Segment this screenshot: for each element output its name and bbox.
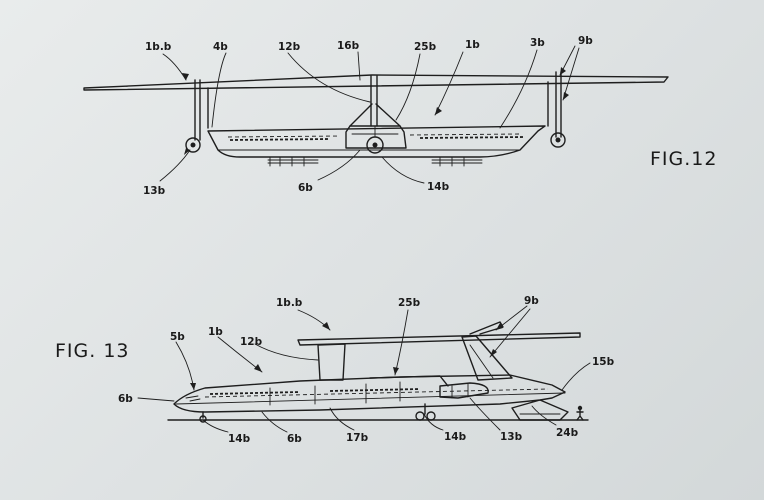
fig13-label-6b-nose: 6b [118, 393, 133, 405]
fig12-label-1bb: 1b.b [145, 41, 172, 53]
fig12-label-25b: 25b [414, 41, 437, 53]
fig13-leader-lines [137, 305, 591, 433]
fig13-labels: 1b.b 25b 9b 5b 1b 12b 15b 6b 14b 6b 17b … [118, 295, 615, 445]
fig13-label-14b-front: 14b [228, 433, 251, 445]
fig12-caption: FIG.12 [650, 148, 717, 170]
fig13-label-24b: 24b [556, 427, 579, 439]
fig13-label-15b: 15b [592, 356, 615, 368]
fig13-label-9b: 9b [524, 295, 539, 307]
fig12-fuselage [207, 125, 546, 158]
fig12-landing-legs [194, 71, 562, 141]
fig13-label-14b-rear: 14b [444, 431, 467, 443]
fig12-label-13b: 13b [143, 185, 166, 197]
fig12-ground-marks [267, 156, 483, 167]
fig13-label-1bb: 1b.b [276, 297, 303, 309]
fig12-label-1b: 1b [465, 39, 480, 51]
fig13-wing [297, 321, 581, 346]
fig12-wing [83, 74, 669, 91]
fig12-label-9b: 9b [578, 35, 593, 47]
fig13-drawing: 1b.b 25b 9b 5b 1b 12b 15b 6b 14b 6b 17b … [55, 295, 615, 445]
fig13-label-17b: 17b [346, 432, 369, 444]
fig13-tail-ramp [511, 399, 569, 421]
fig13-label-5b: 5b [170, 331, 185, 343]
fig12-label-16b: 16b [337, 40, 360, 52]
fig12-label-14b: 14b [427, 181, 450, 193]
fig12-label-4b: 4b [213, 41, 228, 53]
fig12-drawing: 1b.b 4b 12b 16b 25b 1b 3b 9b 13b 6b 14b … [83, 35, 717, 197]
fig13-label-1b: 1b [208, 326, 223, 338]
fig12-central-hub [345, 125, 407, 154]
fig13-fuselage [173, 374, 566, 413]
fig13-arrowheads [190, 322, 503, 390]
fig13-label-6b: 6b [287, 433, 302, 445]
fig13-caption: FIG. 13 [55, 340, 130, 362]
fig12-labels: 1b.b 4b 12b 16b 25b 1b 3b 9b 13b 6b 14b [143, 35, 593, 197]
fig13-landing-gear [199, 403, 436, 423]
fig12-label-6b: 6b [298, 182, 313, 194]
fig13-engine-nacelle [369, 375, 489, 399]
fig12-leader-lines [159, 45, 580, 184]
fig12-central-mast [370, 75, 378, 127]
fig12-struts [349, 103, 401, 127]
fig13-front-pylon [317, 343, 346, 381]
fig12-label-3b: 3b [530, 37, 545, 49]
fig13-rear-fin [461, 335, 513, 381]
fig12-wheels [185, 132, 566, 153]
fig12-label-12b: 12b [278, 41, 301, 53]
fig12-arrowheads [182, 67, 569, 155]
fig13-label-13b: 13b [500, 431, 523, 443]
fig13-person-figure [576, 405, 584, 421]
fig13-label-12b: 12b [240, 336, 263, 348]
fig13-label-25b: 25b [398, 297, 421, 309]
